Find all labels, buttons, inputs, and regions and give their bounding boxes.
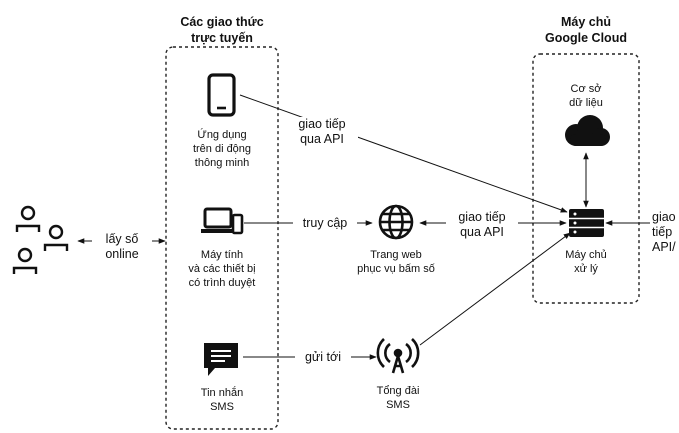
edge-gateway-server [419, 232, 571, 346]
edge-label-api-phone: giao tiếp qua API [286, 117, 358, 147]
server-icon [569, 209, 604, 237]
edge-label-send-to: gửi tới [295, 350, 351, 365]
server-group-title: Máy chủ Google Cloud [545, 15, 627, 45]
protocols-group-box [165, 46, 279, 430]
message-icon [204, 343, 238, 376]
smartphone-label: Ứng dụng trên di động thông minh [192, 129, 252, 169]
smartphone-icon [207, 73, 236, 117]
server-label: Máy chủ xử lý [565, 249, 607, 275]
protocols-group-title: Các giao thức trực tuyến [180, 15, 264, 45]
edge-phone-api [239, 94, 568, 213]
users-icon [12, 205, 69, 274]
database-label: Cơ sở dữ liệu [569, 83, 603, 109]
antenna-icon [376, 338, 420, 374]
edge-label-api-web: giao tiếp qua API [446, 210, 518, 240]
globe-icon [378, 204, 414, 240]
edge-label-access: truy cập [293, 216, 357, 231]
website-label: Trang web phục vụ bấm số [357, 249, 435, 275]
edge-label-api-external: giao tiếp API/ [650, 210, 679, 255]
computer-icon [201, 207, 244, 235]
sms-label: Tin nhắn SMS [200, 387, 244, 413]
computer-label: Máy tính và các thiết bị có trình duyệt [188, 249, 256, 289]
cloud-icon [565, 115, 610, 146]
sms-gateway-label: Tổng đài SMS [376, 385, 420, 411]
edge-label-online: lấy số online [92, 232, 152, 262]
